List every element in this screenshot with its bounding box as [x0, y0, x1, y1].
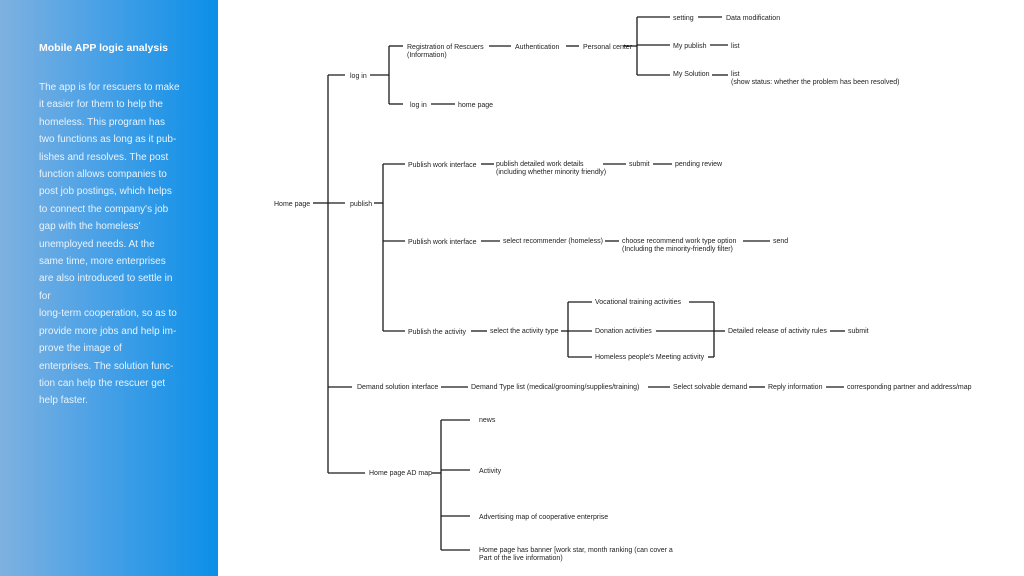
- node-home-page-inner: home page: [458, 102, 493, 109]
- node-publish: publish: [350, 201, 372, 208]
- node-submit-2: submit: [848, 328, 869, 335]
- node-donation: Donation activities: [595, 328, 652, 335]
- node-my-solution-list: list: [731, 71, 740, 78]
- node-publish-work-1: Publish work interface: [408, 162, 477, 169]
- node-submit-1: submit: [629, 161, 650, 168]
- node-work-type: choose recommend work type option: [622, 238, 736, 245]
- node-setting: setting: [673, 15, 694, 22]
- description-line: two functions as long as it pub-: [39, 134, 177, 146]
- node-data-modification: Data modification: [726, 15, 780, 22]
- description-line: post job postings, which helps: [39, 186, 172, 198]
- description-line: function allows companies to: [39, 169, 167, 181]
- node-log-in: log in: [350, 73, 367, 80]
- description-line: for: [39, 290, 51, 302]
- node-reply-information: Reply information: [768, 384, 823, 391]
- node-select-demand: Select solvable demand: [673, 384, 747, 391]
- node-work-details-note: (including whether minority friendly): [496, 169, 606, 176]
- node-personal-center: Personal center: [583, 44, 633, 51]
- sidebar-panel: Mobile APP logic analysis The app is for…: [0, 0, 218, 576]
- node-my-publish: My publish: [673, 43, 707, 50]
- description-line: tion can help the rescuer get: [39, 377, 166, 389]
- node-publish-work-2: Publish work interface: [408, 239, 477, 246]
- node-ad-map: Home page AD map: [369, 470, 432, 477]
- node-authentication: Authentication: [515, 44, 559, 51]
- node-meeting: Homeless people's Meeting activity: [595, 354, 705, 361]
- description-line: same time, more enterprises: [39, 256, 166, 268]
- node-pending-review: pending review: [675, 161, 723, 168]
- connector-lines: [313, 16, 845, 551]
- description-line: long-term cooperation, so as to: [39, 308, 177, 320]
- node-demand-solution: Demand solution interface: [357, 384, 438, 391]
- description-line: gap with the homeless': [39, 221, 141, 233]
- node-my-solution: My Solution: [673, 71, 710, 78]
- description-line: are also introduced to settle in: [39, 273, 173, 285]
- node-activity: Activity: [479, 468, 502, 475]
- node-work-type-note: (Including the minority-friendly filter): [622, 246, 733, 253]
- node-activity-rules: Detailed release of activity rules: [728, 328, 827, 335]
- sidebar-title: Mobile APP logic analysis: [39, 42, 168, 54]
- description-line: to connect the company's job: [39, 203, 169, 215]
- node-advertising-map: Advertising map of cooperative enterpris…: [479, 514, 608, 521]
- node-news: news: [479, 417, 496, 424]
- description-line: provide more jobs and help im-: [39, 325, 177, 337]
- description-line: homeless. This program has: [39, 116, 165, 128]
- node-my-publish-list: list: [731, 43, 740, 50]
- node-demand-type-list: Demand Type list (medical/grooming/suppl…: [471, 384, 639, 391]
- node-banner-note: Part of the live information): [479, 555, 563, 562]
- description-line: The app is for rescuers to make: [39, 82, 180, 93]
- description-line: lishes and resolves. The post: [39, 151, 169, 163]
- node-publish-activity: Publish the activity: [408, 329, 466, 336]
- node-log-in-inner: log in: [410, 102, 427, 109]
- description-line: help faster.: [39, 395, 88, 407]
- node-activity-type: select the activity type: [490, 328, 559, 335]
- description-line: enterprises. The solution func-: [39, 360, 174, 372]
- node-work-details: publish detailed work details: [496, 161, 584, 168]
- description-line: unemployed needs. At the: [39, 238, 155, 250]
- node-send: send: [773, 238, 788, 245]
- node-registration: Registration of Rescuers: [407, 44, 484, 51]
- sidebar-description: The app is for rescuers to make it easie…: [39, 79, 181, 410]
- node-select-recommender: select recommender (homeless): [503, 238, 603, 245]
- node-registration-note: (Information): [407, 52, 447, 59]
- node-vocational-training: Vocational training activities: [595, 299, 681, 306]
- description-line: it easier for them to help the: [39, 99, 163, 111]
- node-banner: Home page has banner [work star, month r…: [479, 547, 673, 554]
- node-my-solution-status: (show status: whether the problem has be…: [731, 79, 899, 86]
- node-home-page: Home page: [274, 201, 310, 208]
- description-line: prove the image of: [39, 343, 122, 355]
- node-partner-address: corresponding partner and address/map: [847, 384, 972, 391]
